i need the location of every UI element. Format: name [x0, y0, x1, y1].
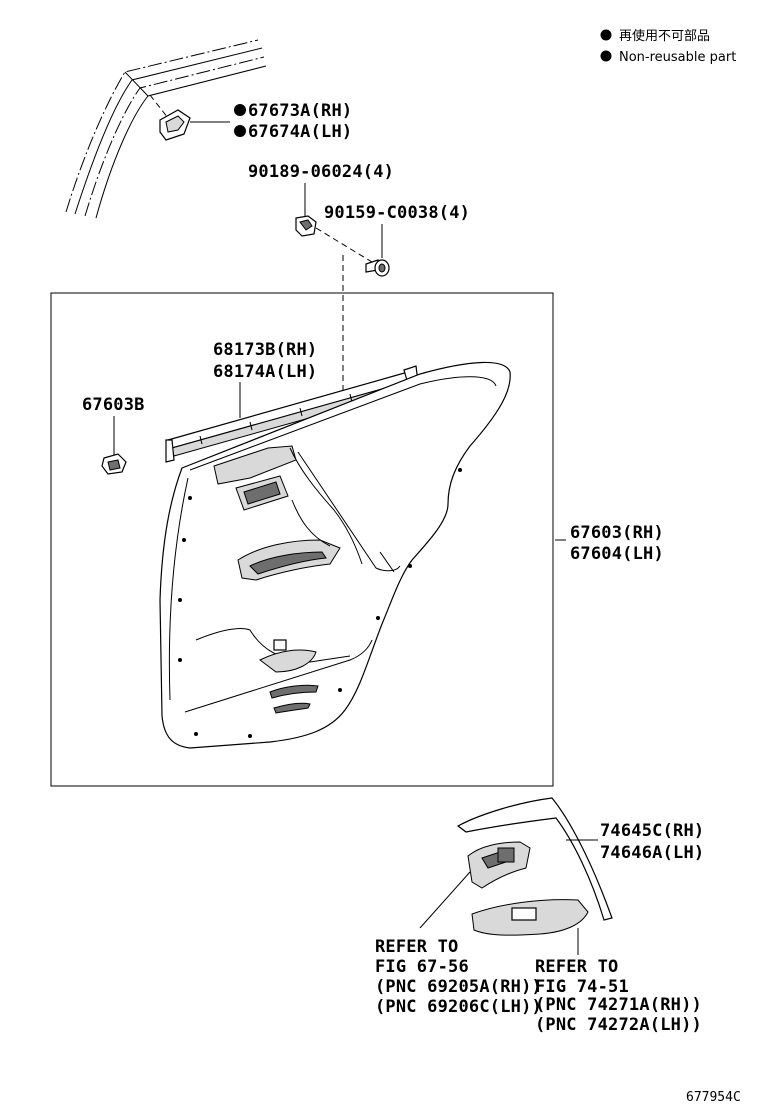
clip-67603b-part: [101, 453, 127, 475]
label-weatherstrip-rh: 68173B(RH): [213, 340, 317, 360]
label-nut: 90189-06024(4): [248, 162, 394, 182]
refer-left-line2: FIG 67-56: [375, 957, 469, 977]
label-weatherstrip-lh: 68174A(LH): [213, 362, 317, 382]
nut-90189-part: [295, 215, 317, 237]
door-trim-panel-part: [159, 361, 511, 749]
label-clip-rh: 67673A(RH): [248, 101, 352, 121]
switch-bezel-part: [467, 841, 531, 889]
refer-right-line3: (PNC 74271A(RH)): [535, 995, 702, 1015]
panel-assembly-frame: [50, 292, 554, 787]
legend-line-japanese: 再使用不可部品: [619, 28, 710, 44]
refer-right-line2: FIG 74-51: [535, 977, 629, 997]
label-screw: 90159-C0038(4): [324, 203, 470, 223]
refer-right-line4: (PNC 74272A(LH)): [535, 1015, 702, 1035]
screw-90159-part: [365, 259, 390, 277]
label-panel-lh: 67604(LH): [570, 544, 664, 564]
legend: 再使用不可部品 Non-reusable part: [600, 28, 736, 65]
power-window-switch-part: [471, 899, 589, 936]
label-garnish-rh: 74645C(RH): [600, 821, 704, 841]
non-reusable-bullet-icon: [600, 29, 612, 41]
armrest-garnish-part: [456, 797, 613, 921]
non-reusable-mark-icon: [234, 104, 246, 116]
clip-67673a-part: [149, 94, 230, 141]
door-frame-outline: [65, 39, 267, 219]
figure-number: 677954C: [686, 1090, 741, 1105]
refer-left-line1: REFER TO: [375, 937, 458, 957]
label-clip-lh: 67674A(LH): [248, 122, 352, 142]
label-clip-single: 67603B: [82, 395, 145, 415]
refer-left-line3: (PNC 69205A(RH)): [375, 977, 542, 997]
refer-right-line1: REFER TO: [535, 957, 618, 977]
refer-left-line4: (PNC 69206C(LH)): [375, 997, 542, 1017]
label-garnish-lh: 74646A(LH): [600, 843, 704, 863]
non-reusable-mark-icon: [234, 125, 246, 137]
non-reusable-bullet-icon: [600, 50, 612, 62]
legend-line-english: Non-reusable part: [619, 50, 736, 65]
label-panel-rh: 67603(RH): [570, 523, 664, 543]
